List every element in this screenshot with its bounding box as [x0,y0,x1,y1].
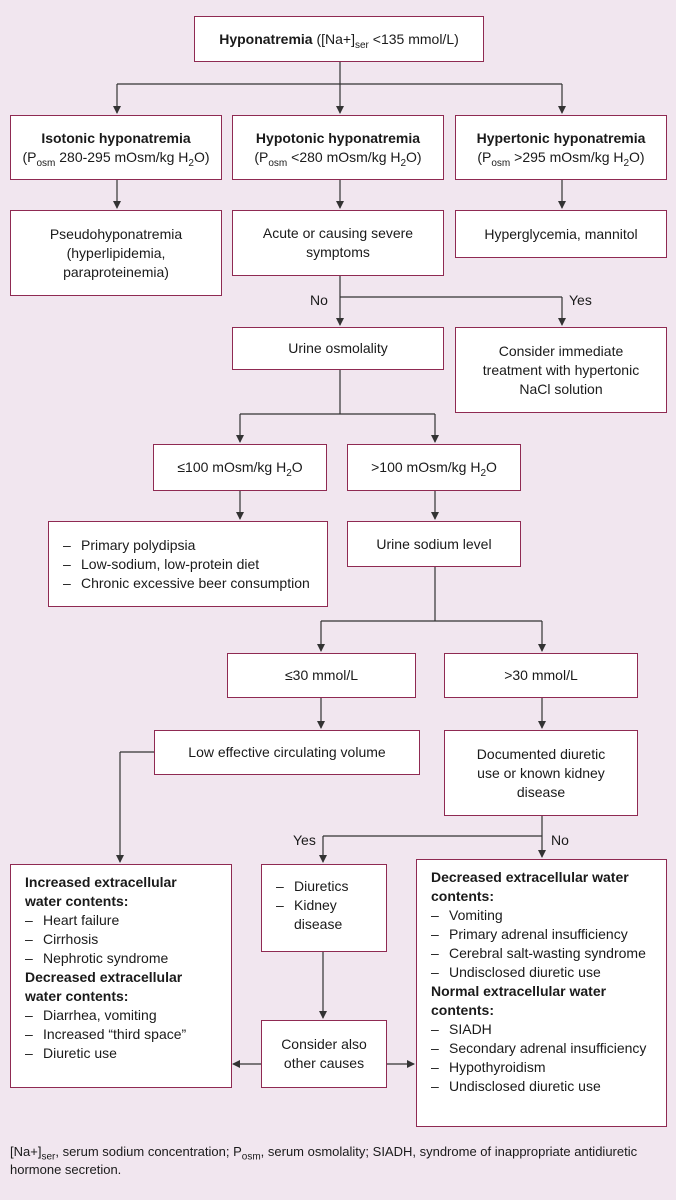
pseudohyponatremia-node: Pseudohyponatremia (hyperlipidemia, para… [10,210,222,296]
extracellular-right-node: Decreased extracellular water contents: … [416,859,667,1127]
treatment-line3: NaCl solution [519,380,603,397]
hyperglycemia-node: Hyperglycemia, mannitol [455,210,667,258]
urine-osmolality-node: Urine osmolality [232,327,444,370]
label-yes-acute: Yes [569,292,592,308]
list-item: Heart failure [25,911,168,930]
list-item: Increased “third space” [25,1025,186,1044]
sodium-high-text: >30 mmol/L [504,667,578,683]
osm-low-text: ≤100 mOsm/kg H2O [177,459,303,479]
list-item: Cirrhosis [25,930,168,949]
label-no-acute: No [310,292,328,308]
left-heading-decreased: Decreased extracellular water contents: [25,969,183,1004]
root-label: Hyponatremia ([Na+]ser <135 mmol/L) [219,30,459,51]
treatment-line1: Consider immediate [498,342,624,359]
treatment-line2: treatment with hypertonic [482,361,640,378]
acute-symptoms-node: Acute or causing severe symptoms [232,210,444,276]
list-item: Diarrhea, vomiting [25,1006,186,1025]
polydipsia-node: Primary polydipsia Low-sodium, low-prote… [48,521,328,607]
diuretic-line1: Documented diuretic [476,745,606,762]
list-item: Undisclosed diuretic use [431,963,646,982]
other-causes-line2: other causes [283,1055,365,1071]
pseudo-line1: Pseudohyponatremia [49,225,183,242]
right-heading-normal: Normal extracellular water contents: [431,983,607,1018]
list-item: Diuretic use [25,1044,186,1063]
list-item: Secondary adrenal insufficiency [431,1039,646,1058]
urine-osmolality-text: Urine osmolality [288,340,388,356]
urine-sodium-text: Urine sodium level [376,535,492,552]
osm-low-node: ≤100 mOsm/kg H2O [153,444,327,491]
list-item: Chronic excessive beer consumption [63,574,310,593]
pseudo-line2: (hyperlipidemia, [66,244,166,261]
sodium-low-text: ≤30 mmol/L [284,667,359,683]
list-item: Diuretics [276,877,372,896]
osm-high-text: >100 mOsm/kg H2O [371,459,497,479]
diuretic-line2: use or known kidney [477,764,605,781]
extracellular-left-node: Increased extracellular water contents: … [10,864,232,1088]
immediate-treatment-node: Consider immediate treatment with hypert… [455,327,667,413]
other-causes-line1: Consider also [281,1036,367,1052]
hypertonic-node: Hypertonic hyponatremia (Posm >295 mOsm/… [455,115,667,180]
osm-high-node: >100 mOsm/kg H2O [347,444,521,491]
left-list-increased: Heart failure Cirrhosis Nephrotic syndro… [25,911,168,968]
list-item: Nephrotic syndrome [25,949,168,968]
hypotonic-node: Hypotonic hyponatremia (Posm <280 mOsm/k… [232,115,444,180]
label-yes-diuretic: Yes [293,832,316,848]
hypotonic-range: (Posm <280 mOsm/kg H2O) [254,148,422,169]
diuretics-list: Diuretics Kidney disease [276,877,372,934]
left-heading-increased: Increased extracellular water contents: [25,874,177,909]
left-list-decreased: Diarrhea, vomiting Increased “third spac… [25,1006,186,1063]
isotonic-title: Isotonic hyponatremia [41,129,191,146]
right-list-normal: SIADH Secondary adrenal insufficiency Hy… [431,1020,646,1096]
right-list-decreased: Vomiting Primary adrenal insufficiency C… [431,906,646,982]
acute-line1: Acute or causing severe [262,225,414,241]
low-volume-node: Low effective circulating volume [154,730,420,775]
list-item: Undisclosed diuretic use [431,1077,646,1096]
diuretic-line3: disease [516,783,566,800]
sodium-low-node: ≤30 mmol/L [227,653,416,698]
list-item: Kidney disease [276,896,372,934]
sodium-high-node: >30 mmol/L [444,653,638,698]
low-volume-text: Low effective circulating volume [188,744,386,760]
pseudo-line3: paraproteinemia) [63,263,169,280]
list-item: Primary adrenal insufficiency [431,925,646,944]
list-item: Low-sodium, low-protein diet [63,555,310,574]
list-item: Primary polydipsia [63,536,310,555]
other-causes-node: Consider also other causes [261,1020,387,1088]
hyperglycemia-text: Hyperglycemia, mannitol [484,225,638,242]
hypotonic-title: Hypotonic hyponatremia [255,129,421,146]
right-heading-decreased: Decreased extracellular water contents: [431,869,629,904]
hyponatremia-root-node: Hyponatremia ([Na+]ser <135 mmol/L) [194,16,484,62]
isotonic-range: (Posm 280-295 mOsm/kg H2O) [22,148,210,169]
hypertonic-title: Hypertonic hyponatremia [476,129,646,146]
isotonic-node: Isotonic hyponatremia (Posm 280-295 mOsm… [10,115,222,180]
diuretics-node: Diuretics Kidney disease [261,864,387,952]
list-item: Hypothyroidism [431,1058,646,1077]
list-item: Cerebral salt-wasting syndrome [431,944,646,963]
footnote: [Na+]ser, serum sodium concentration; Po… [10,1144,638,1177]
list-item: Vomiting [431,906,646,925]
diuretic-use-node: Documented diuretic use or known kidney … [444,730,638,816]
label-no-diuretic: No [551,832,569,848]
acute-line2: symptoms [306,244,370,260]
list-item: SIADH [431,1020,646,1039]
urine-sodium-node: Urine sodium level [347,521,521,567]
polydipsia-list: Primary polydipsia Low-sodium, low-prote… [63,536,310,593]
hypertonic-range: (Posm >295 mOsm/kg H2O) [477,148,645,169]
